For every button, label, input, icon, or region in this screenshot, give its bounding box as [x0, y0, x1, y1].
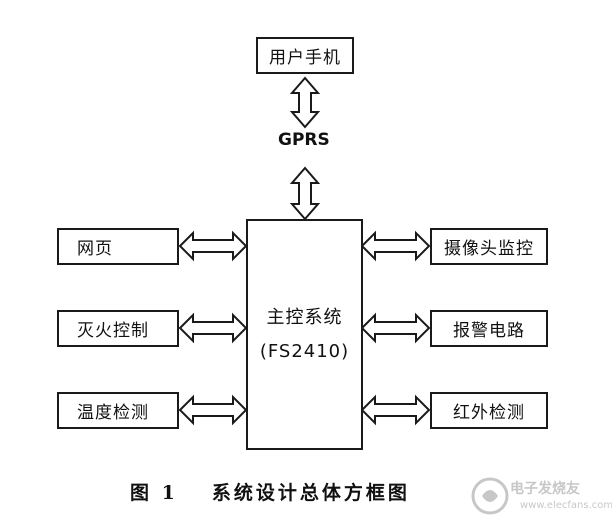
main-controller-node: 主控系统 (FS2410)	[246, 219, 363, 450]
fire-control-node: 灭火控制	[57, 310, 179, 347]
alarm-circuit-node: 报警电路	[430, 310, 548, 347]
double-arrow-infrared	[360, 394, 431, 426]
double-arrow-alarm	[360, 312, 431, 344]
main-controller-model: (FS2410)	[259, 340, 350, 362]
double-arrow-webpage	[178, 230, 248, 262]
infrared-detection-node: 红外检测	[430, 392, 548, 429]
watermark-url: www.elecfans.com	[520, 500, 612, 511]
double-arrow-temperature	[178, 394, 248, 426]
temperature-detection-node: 温度检测	[57, 392, 179, 429]
double-arrow-camera	[360, 230, 431, 262]
gprs-label: GPRS	[278, 130, 330, 150]
watermark-icon	[471, 477, 509, 515]
user-phone-node: 用户手机	[256, 37, 354, 74]
figure-caption: 图 1 系统设计总体方框图	[130, 478, 410, 505]
figure-number: 图 1	[130, 482, 178, 504]
webpage-node: 网页	[57, 228, 179, 265]
double-arrow-gprs-main	[289, 166, 321, 221]
watermark-logo: 电子发烧友 www.elecfans.com	[470, 470, 612, 522]
double-arrow-fire-control	[178, 312, 248, 344]
watermark-text: 电子发烧友	[510, 481, 580, 497]
camera-monitor-node: 摄像头监控	[430, 228, 548, 265]
figure-title: 系统设计总体方框图	[211, 482, 410, 504]
main-controller-name: 主控系统	[266, 306, 343, 328]
double-arrow-phone-gprs	[289, 76, 321, 129]
